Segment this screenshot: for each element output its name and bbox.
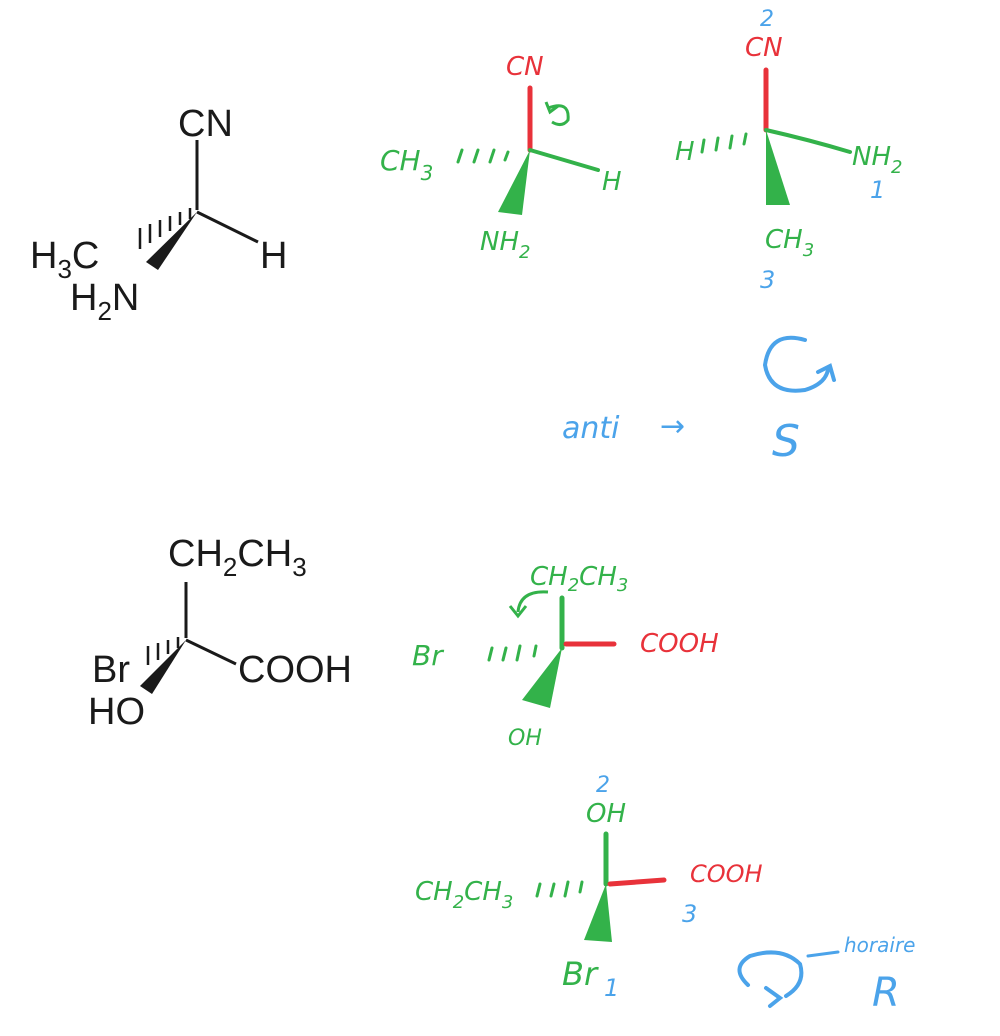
m2s1-cooh: COOH [640,629,719,659]
m1-label-cn: CN [178,103,233,145]
m2s2-ch2ch3: CH2CH3 [415,877,513,913]
m2s2-note-horaire: horaire [844,933,915,957]
m2s1-arrowhead [508,605,528,619]
m1-result-s: S [772,416,800,467]
m2s2-br: Br [562,955,599,993]
m1-rotation-arrowhead [816,363,836,382]
m2s2-priority-br: 1 [604,974,619,1002]
m1-bond-right [196,210,259,244]
m2-label-ch2ch3: CH2CH3 [168,533,307,582]
m1s2-hashed-wedge [700,132,748,154]
m1s2-cn: CN [745,33,783,63]
m2s2-oh: OH [586,799,626,829]
m1s1-rotation-arrow [547,104,570,127]
m2s1-rotation-arrow [516,590,549,613]
m1s2-bond-right [764,128,852,154]
m2s2-hashed-wedge [535,880,584,898]
molecule1-conclusion: anti → S [562,335,836,467]
m2s2-priority-oh: 2 [596,773,610,798]
m1-rotation-icon [762,335,830,393]
m1s1-solid-wedge [498,150,530,215]
m2-hashed-wedge-left [146,637,180,665]
molecule2-sketch1: CH2CH3 Br COOH OH [412,562,719,751]
m1-note-anti: anti [562,411,620,446]
m2s2-priority-cooh: 3 [682,900,697,928]
m1-solid-wedge-down [146,212,197,270]
m2s1-br: Br [412,639,444,672]
m1-label-h: H [260,235,287,277]
m2-solid-wedge-down [140,640,186,694]
m2s2-result-r: R [872,970,900,1016]
m2-label-cooh: COOH [238,649,352,691]
molecule1-sketch2: 2 CN H NH2 1 CH3 3 [675,7,902,294]
m1s1-h: H [602,167,622,197]
m2s2-rotation-arrowhead [764,986,784,1008]
m1s1-ch3: CH3 [380,144,433,185]
m2-label-ho: HO [88,691,145,733]
m1s1-nh2: NH2 [480,227,530,263]
m2s2-cooh: COOH [690,860,763,888]
m1s2-solid-wedge [766,130,790,205]
m1s2-h: H [675,137,695,167]
m2-label-br: Br [92,649,130,691]
m2s1-hashed-wedge [487,644,538,662]
molecule1-printed: CN H3C H H2N [30,103,287,326]
m1-hashed-wedge-left [138,208,192,249]
m2s2-solid-wedge [584,884,612,942]
m1s2-priority-cn: 2 [760,7,774,32]
m1s1-bond-right [528,148,600,172]
m1s1-cn: CN [506,52,544,82]
m1s2-priority-ch3: 3 [760,266,775,294]
m1-arrow: → [660,409,685,444]
m2s1-ch2ch3: CH2CH3 [530,562,628,596]
m1-label-h2n: H2N [70,277,139,326]
m2s2-note-pointer [806,950,840,958]
m1s1-hashed-wedge [456,148,510,164]
m2s1-oh: OH [508,726,542,751]
molecule1-sketch1: CN CH3 H NH2 [380,52,622,263]
m1s2-ch3: CH3 [765,225,814,261]
molecule2-printed: CH2CH3 Br COOH HO [88,533,352,733]
m1s2-nh2: NH2 [852,142,902,178]
molecule2-sketch2: 2 OH CH2CH3 COOH 3 Br 1 horaire R [415,773,915,1016]
m2s2-rotation-icon [737,950,804,998]
m1-label-h3c: H3C [30,235,99,284]
m1s1-arrowhead [544,101,559,115]
m2s1-solid-wedge [522,648,562,708]
m2-bond-right [185,638,237,666]
m2s2-bond-right [607,877,667,887]
m1s2-priority-nh2: 1 [870,176,885,204]
